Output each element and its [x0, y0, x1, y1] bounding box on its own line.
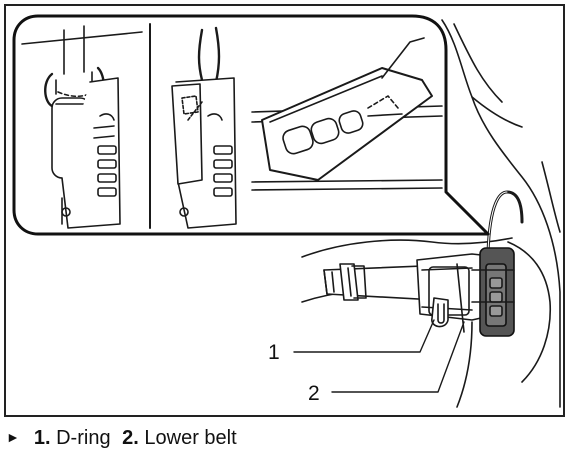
caption-number-1: 1.	[33, 427, 51, 449]
panel-clip-dring	[21, 25, 143, 229]
triangle-arrow-icon: ►	[6, 429, 20, 445]
figure-frame: 1 2	[4, 4, 565, 417]
belt-remote	[471, 190, 524, 337]
callout-number-1: 1	[268, 341, 280, 364]
caption-label-1: D-ring	[56, 427, 111, 449]
person-torso	[301, 19, 561, 408]
detail-bubble	[12, 14, 490, 236]
caption-label-2: Lower belt	[144, 427, 237, 449]
panel-clip-remote	[171, 26, 237, 229]
callout-leader-1	[293, 319, 435, 353]
d-ring	[431, 297, 449, 328]
callout-leader-2	[331, 321, 465, 393]
panel-remote-belt	[251, 37, 443, 191]
caption-number-2: 2.	[122, 427, 139, 449]
mounting-illustration: 1 2	[12, 14, 561, 408]
callout-number-2: 2	[308, 382, 320, 405]
figure-caption: ► 1. D-ring 2. Lower belt	[6, 425, 237, 450]
